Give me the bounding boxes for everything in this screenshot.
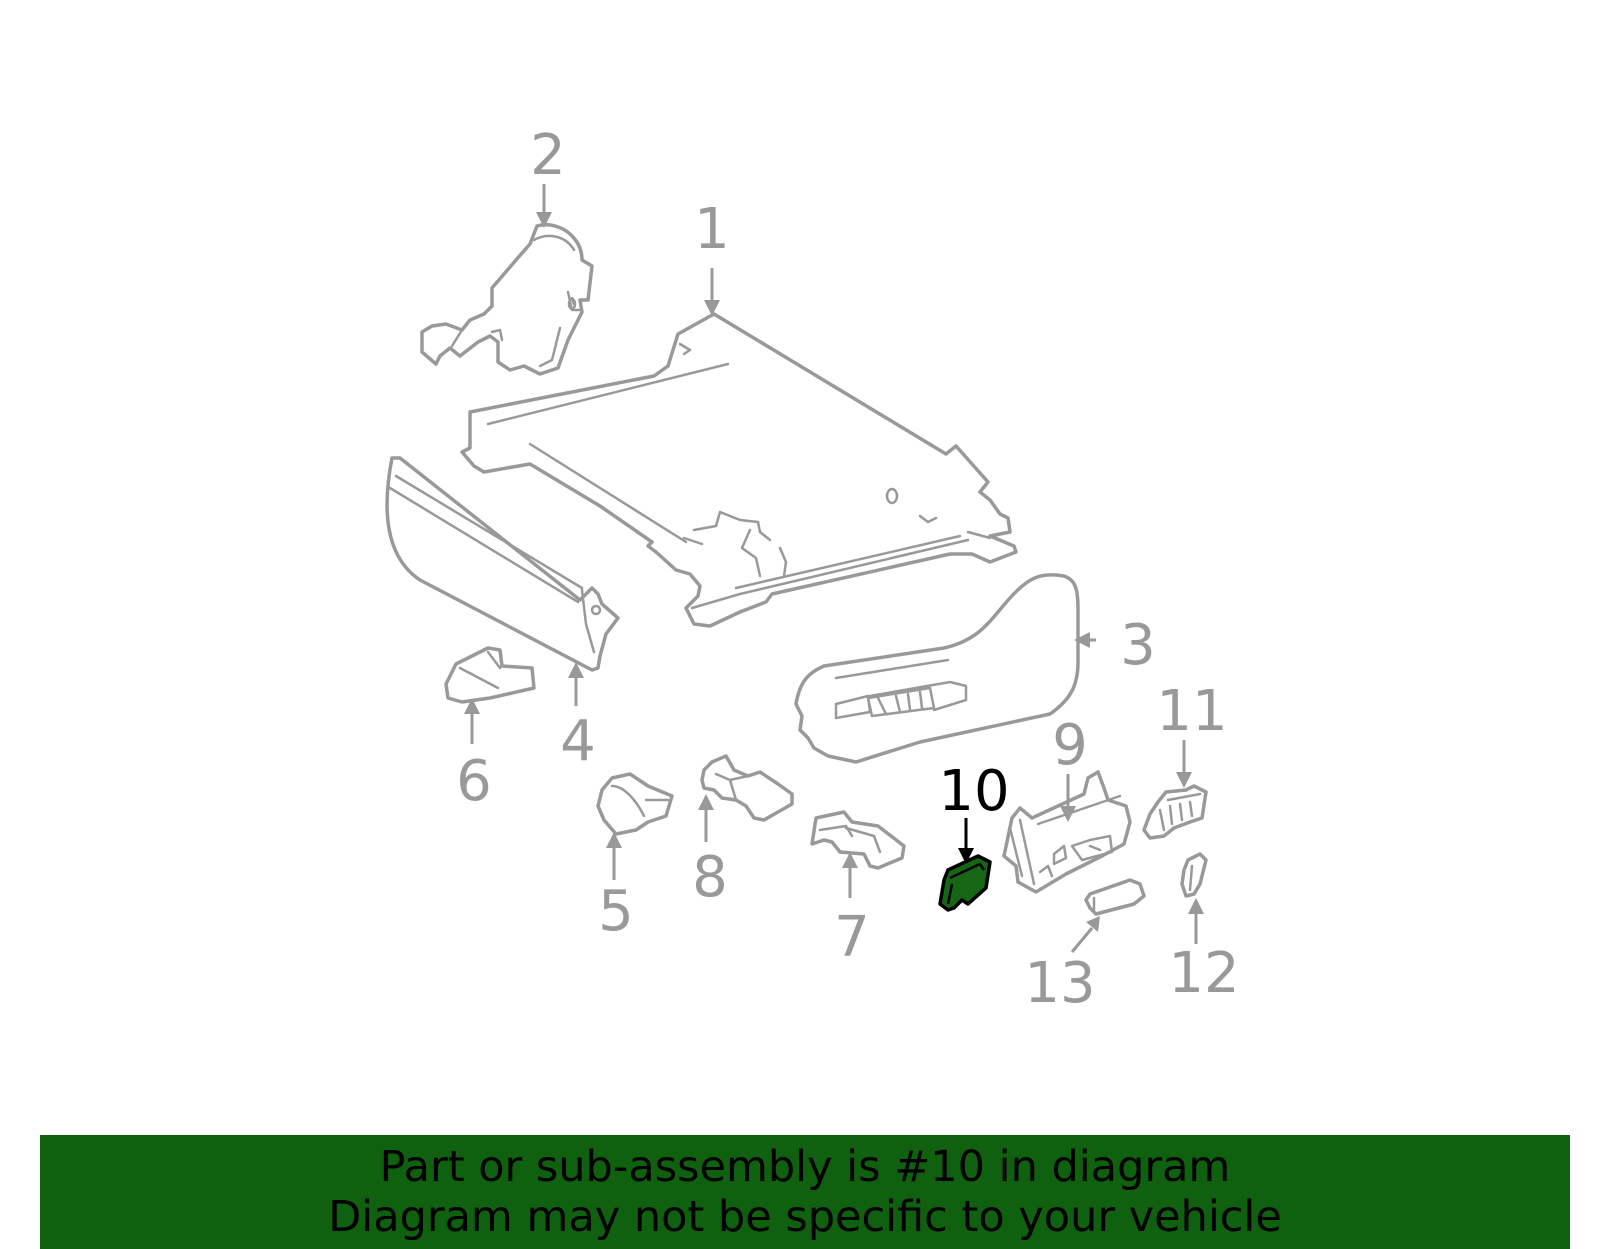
part-1-seat-frame[interactable]: [460, 312, 1018, 628]
leader-lines: [464, 184, 1204, 953]
part-6-cover[interactable]: [444, 646, 536, 704]
part-10-highlighted[interactable]: [938, 854, 992, 912]
callout-3: 3: [1120, 613, 1156, 678]
callout-4: 4: [560, 709, 596, 774]
parts-diagram: 1 2 3 4 5 6 7 8 9 10 11 12 13: [385, 123, 1240, 1016]
info-banner: Part or sub-assembly is #10 in diagram D…: [40, 1135, 1570, 1249]
part-7-bracket[interactable]: [810, 810, 906, 870]
callout-1: 1: [694, 197, 730, 262]
callout-5: 5: [598, 879, 634, 944]
callout-7: 7: [834, 905, 870, 970]
part-4-side-cover[interactable]: [385, 456, 620, 672]
callout-13: 13: [1024, 951, 1095, 1016]
banner-line-part: Part or sub-assembly is #10 in diagram: [379, 1142, 1231, 1192]
callout-labels: 1 2 3 4 5 6 7 8 9 10 11 12 13: [456, 123, 1239, 1016]
part-3-side-shield[interactable]: [794, 573, 1080, 764]
callout-9: 9: [1052, 713, 1088, 778]
part-12-knob[interactable]: [1180, 852, 1208, 898]
callout-6: 6: [456, 749, 492, 814]
part-8-bracket[interactable]: [700, 754, 794, 822]
part-9-switch-assembly[interactable]: [1002, 770, 1132, 894]
callout-2: 2: [530, 123, 566, 188]
callout-10[interactable]: 10: [938, 759, 1009, 824]
callout-11: 11: [1156, 679, 1227, 744]
part-5-knob[interactable]: [596, 772, 674, 836]
part-13-knob[interactable]: [1084, 878, 1146, 916]
part-2-bracket[interactable]: [420, 223, 594, 376]
part-11-switch[interactable]: [1142, 784, 1208, 840]
banner-line-disclaimer: Diagram may not be specific to your vehi…: [328, 1192, 1282, 1242]
callout-8: 8: [692, 845, 728, 910]
callout-12: 12: [1168, 941, 1239, 1006]
